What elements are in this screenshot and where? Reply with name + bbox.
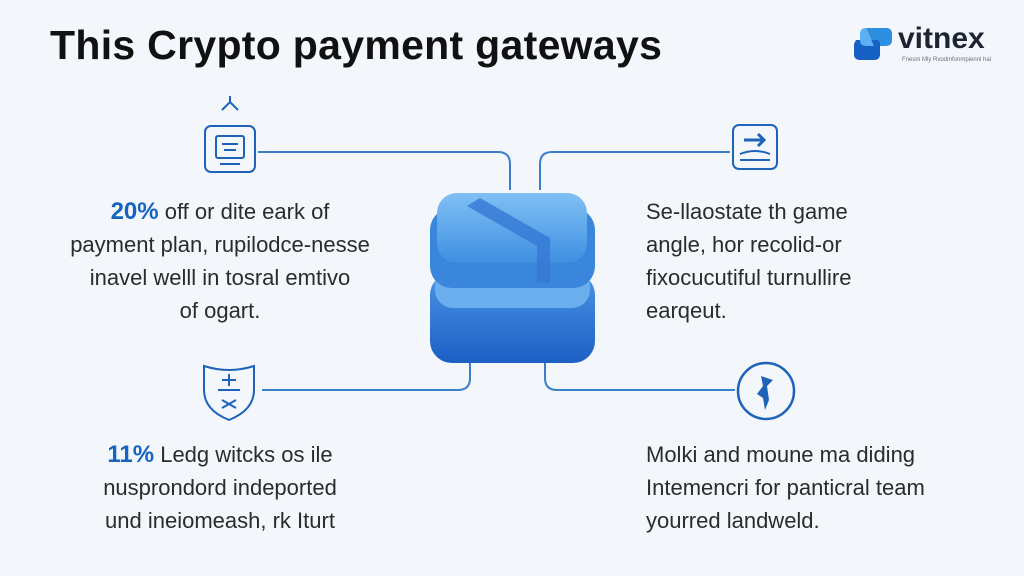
- payment-terminal-icon: [204, 96, 256, 173]
- text-line: inavel welll in tosral emtivo: [89, 265, 351, 290]
- text-line: nusprondord indeported: [103, 475, 337, 500]
- central-cube-icon: [430, 193, 595, 363]
- highlight-percent: 20%: [110, 198, 159, 225]
- compass-person-icon: [736, 361, 796, 421]
- text-line: fixocucutiful turnullire: [646, 265, 852, 290]
- security-shield-icon: [203, 364, 255, 422]
- text-line: of ogart.: [179, 298, 261, 323]
- logo: vitnex Fnesm Mly Rvodmfonmpiennl hal: [852, 22, 1002, 69]
- page-title: This Crypto payment gateways: [50, 22, 663, 68]
- logo-tagline: Fnesm Mly Rvodmfonmpiennl hal: [902, 57, 992, 63]
- text-line: earqeut.: [646, 298, 727, 323]
- logo-mark-icon: [854, 28, 892, 60]
- text-line: Intemencri for panticral team: [646, 475, 925, 500]
- highlight-percent: 11%: [107, 441, 155, 468]
- feature-text-top-left: 20% off or dite eark of payment plan, ru…: [30, 195, 410, 327]
- text-line: payment plan, rupilodce-nesse: [70, 232, 370, 257]
- feature-text-bottom-right: Molki and moune ma diding Intemencri for…: [646, 438, 1016, 537]
- text-line: yourred landweld.: [646, 508, 820, 533]
- logo-name: vitnex: [898, 22, 985, 55]
- text-line: off or dite eark of: [164, 199, 330, 224]
- feature-text-top-right: Se-llaostate th game angle, hor recolid-…: [646, 195, 1006, 327]
- feature-text-bottom-left: 11% Ledg witcks os ile nusprondord indep…: [30, 438, 410, 537]
- text-line: angle, hor recolid-or: [646, 232, 842, 257]
- transfer-arrow-icon: [732, 124, 778, 170]
- text-line: Se-llaostate th game: [646, 199, 848, 224]
- text-line: und ineiomeash, rk Iturt: [105, 508, 335, 533]
- text-line: Molki and moune ma diding: [646, 442, 916, 467]
- text-line: Ledg witcks os ile: [160, 442, 333, 467]
